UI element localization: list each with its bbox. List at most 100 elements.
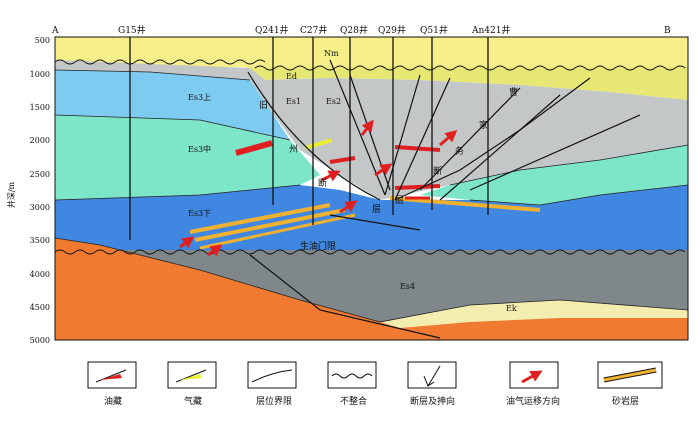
fault-label-char: 断: [318, 177, 327, 189]
well-labels: G15井 Q241井 C27井 Q28井 Q29井 Q51井 An421井: [118, 24, 510, 36]
oil-reservoir: [235, 140, 273, 156]
stratum-es3-upper: [55, 70, 290, 140]
depth-tick: 2000: [30, 136, 50, 145]
migration-arrow: [179, 236, 195, 249]
depth-axis-title: 井深/m: [6, 181, 16, 208]
depth-tick: 4500: [30, 303, 50, 312]
oil-window-label: 生油门限: [300, 240, 336, 252]
stratum-label-es3-middle: Es3中: [188, 144, 211, 154]
horizon-boundaries: [54, 69, 689, 323]
legend: 油藏 气藏 层位界限 不整合: [87, 361, 663, 407]
fault: [329, 214, 421, 231]
depth-tick: 3000: [30, 203, 50, 212]
fault-label-char: 州: [289, 144, 298, 155]
section-frame: [54, 36, 689, 341]
legend-label: 断层及抻向: [410, 395, 455, 407]
oil-reservoir-icon: [95, 369, 127, 383]
migration-arrow: [207, 244, 223, 257]
profile-start-label: A: [51, 26, 59, 36]
sandstone-icon: [603, 367, 657, 383]
sand-bed-2: [194, 208, 346, 242]
legend-item-unconformity: 不整合: [327, 361, 377, 407]
legend-item-fault: 断层及抻向: [407, 361, 457, 407]
legend-item-horizon: 层位界限: [247, 361, 297, 407]
sand-bed-1: [189, 203, 331, 234]
legend-label: 砂岩层: [612, 395, 639, 407]
fault: [439, 94, 561, 201]
depth-tick: 2500: [30, 170, 50, 179]
fault-label-char: 曹: [509, 86, 518, 98]
gas-reservoir: [304, 138, 333, 150]
migration-arrows: [179, 119, 458, 257]
stratum-ek: [380, 300, 688, 328]
sand-bed-3: [199, 213, 356, 250]
legend-item-migration: 油气运移方向: [506, 361, 560, 407]
gas-reservoir-icon: [175, 369, 207, 383]
legend-label: 油藏: [104, 395, 122, 407]
well-label: C27井: [300, 24, 327, 36]
depth-tick: 5000: [30, 336, 50, 345]
depth-tick: 1000: [30, 70, 50, 79]
strata-layers: [55, 37, 688, 340]
unconformities: [54, 59, 686, 255]
fault-throw-icon: [423, 365, 441, 387]
depth-tick: 3500: [30, 236, 50, 245]
stratum-label-es3-upper: Es3上: [188, 93, 211, 102]
stratum-nm: [55, 37, 688, 67]
horizon-line: [469, 184, 689, 206]
horizon-line: [449, 144, 689, 186]
unconformity-top: [54, 59, 266, 65]
fault-label-char: 务: [455, 145, 464, 157]
fault-label-char: 旧: [259, 100, 268, 111]
stratum-label-es4: Es4: [400, 282, 415, 291]
horizon-line: [379, 299, 689, 323]
oil-reservoir: [329, 156, 356, 164]
stratum-label-nm: Nm: [324, 49, 339, 58]
migration-arrow: [321, 170, 341, 182]
well-label: G15井: [118, 24, 146, 36]
fault-labels: 旧 州 断 层 曹 家 务 断 层: [259, 86, 518, 215]
horizon-line: [54, 114, 291, 141]
legend-label: 气藏: [184, 395, 202, 407]
strata-labels: Nm Ed Es1 Es2 Es3上 Es3中 Es3下 Es4 Ek: [188, 49, 517, 313]
stratum-label-es2: Es2: [326, 97, 341, 106]
unconformity-oil-window: [54, 249, 686, 255]
legend-label: 层位界限: [256, 395, 292, 407]
unconformity-ed: [254, 65, 686, 71]
fault-label-char: 层: [395, 195, 404, 206]
fault: [419, 87, 521, 191]
depth-tick: 1500: [30, 103, 50, 112]
stratum-label-ed: Ed: [286, 72, 297, 81]
stratum-label-es3-lower: Es3下: [188, 209, 211, 218]
depth-tick: 500: [35, 36, 50, 45]
fault-label-char: 家: [479, 119, 488, 131]
legend-item-sandstone: 砂岩层: [597, 361, 663, 407]
gas-reservoirs: [304, 138, 333, 150]
unconformity-icon: [331, 373, 373, 379]
stratum-label-es1: Es1: [286, 97, 301, 106]
migration-arrow-icon: [521, 370, 543, 384]
fault-label-char: 层: [372, 204, 381, 215]
migration-arrow: [374, 163, 393, 177]
legend-item-gas: 气藏: [167, 361, 217, 407]
profile-end-label: B: [664, 26, 671, 36]
well-label: Q28井: [340, 24, 368, 36]
sandstone-beds: [189, 196, 541, 250]
fault-label-char: 断: [433, 165, 442, 177]
well-label: An421井: [471, 24, 510, 36]
sand-bed-right: [389, 196, 541, 212]
horizon-line: [54, 184, 301, 201]
legend-label: 油气运移方向: [506, 395, 560, 407]
wells: [129, 37, 489, 240]
migration-arrow: [360, 119, 374, 136]
legend-label: 不整合: [340, 395, 367, 407]
horizon-boundary-icon: [251, 369, 293, 383]
fault: [394, 77, 451, 201]
stratum-es3-lower: [55, 185, 688, 250]
migration-arrow: [439, 130, 458, 147]
stratum-basement: [55, 238, 688, 340]
stratum-es3-middle-right: [420, 145, 688, 205]
migration-arrow: [339, 200, 358, 214]
well-label: Q29井: [378, 24, 406, 36]
